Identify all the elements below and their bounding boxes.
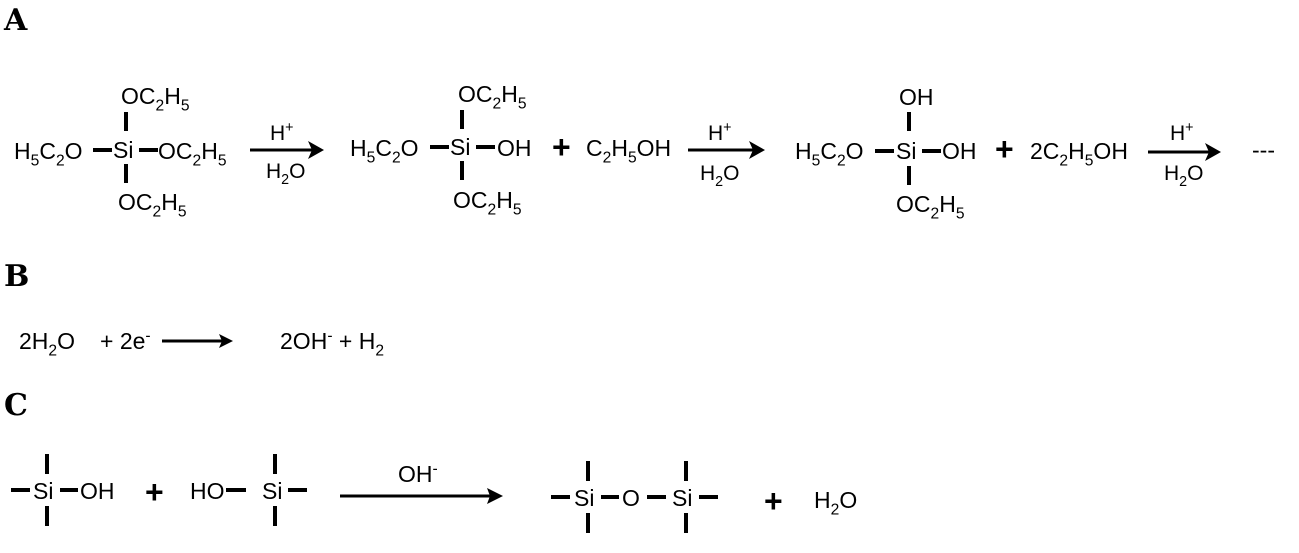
m1-right-group: OC2H5: [158, 138, 227, 169]
molecule-hydrolysed-1: OC2H5 H5C2O Si OH OC2H5: [350, 81, 532, 218]
arrow-c-catalyst: OH-: [398, 460, 438, 487]
product-silicon-2: Si: [672, 485, 692, 511]
reactant-water: 2H2O: [19, 328, 75, 359]
c1-silicon: Si: [33, 478, 53, 504]
m1-silicon: Si: [113, 137, 133, 163]
reaction-arrow-1: H+ H2O: [250, 120, 324, 188]
arrow1-catalyst: H+: [270, 120, 294, 145]
reaction-arrow-3: H+ H2O: [1148, 120, 1221, 190]
arrow1-reagent: H2O: [266, 160, 305, 188]
c2-silicon: Si: [262, 478, 282, 504]
product-bridging-oxygen: O: [622, 485, 640, 511]
reaction-arrow-2: H+ H2O: [688, 120, 765, 190]
continuation-dashes: ---: [1252, 137, 1275, 163]
arrow3-reagent: H2O: [1164, 162, 1203, 190]
electrolysis-equation: 2H2O + 2e- 2OH- + H2: [19, 327, 384, 359]
panel-label-b: B: [4, 259, 29, 294]
c1-hydroxyl: OH: [80, 478, 115, 504]
byproduct-ethanol: C2H5OH: [586, 135, 671, 166]
m2-right-group: OH: [497, 135, 532, 161]
m3-left-group: H5C2O: [795, 138, 864, 169]
product-water: H2O: [814, 487, 857, 518]
panel-label-c: C: [4, 388, 28, 423]
m2-silicon: Si: [450, 134, 470, 160]
arrow2-catalyst: H+: [708, 120, 732, 145]
m2-bottom-group: OC2H5: [453, 187, 522, 218]
m3-top-group: OH: [899, 84, 934, 110]
condensation-reaction: Si OH + HO Si OH- Si O Si + H2O: [11, 454, 857, 533]
m1-bottom-group: OC2H5: [118, 189, 187, 220]
m2-top-group: OC2H5: [458, 81, 527, 112]
byproduct-ethanol-2: 2C2H5OH: [1030, 138, 1128, 169]
c2-hydroxyl: HO: [190, 478, 225, 504]
product-silicon-1: Si: [574, 485, 594, 511]
m3-bottom-group: OC2H5: [896, 191, 965, 222]
m3-silicon: Si: [896, 138, 916, 164]
m1-top-group: OC2H5: [121, 83, 190, 114]
panel-label-a: A: [3, 3, 28, 38]
arrow3-catalyst: H+: [1170, 120, 1194, 145]
m1-left-group: H5C2O: [14, 138, 83, 169]
plus-sign-a1: +: [552, 129, 571, 165]
molecule-tetraethoxysilane: OC2H5 H5C2O Si OC2H5 OC2H5: [14, 83, 227, 220]
plus-sign-a2: +: [995, 131, 1014, 167]
arrow2-reagent: H2O: [700, 162, 739, 190]
m2-left-group: H5C2O: [350, 135, 419, 166]
molecule-hydrolysed-2: OH H5C2O Si OH OC2H5: [795, 84, 977, 222]
plus-sign-c2: +: [764, 483, 783, 519]
reactant-electrons: + 2e-: [100, 327, 151, 354]
plus-sign-c1: +: [145, 474, 164, 510]
m3-right-group: OH: [942, 138, 977, 164]
products-hydroxide-hydrogen: 2OH- + H2: [280, 327, 384, 359]
